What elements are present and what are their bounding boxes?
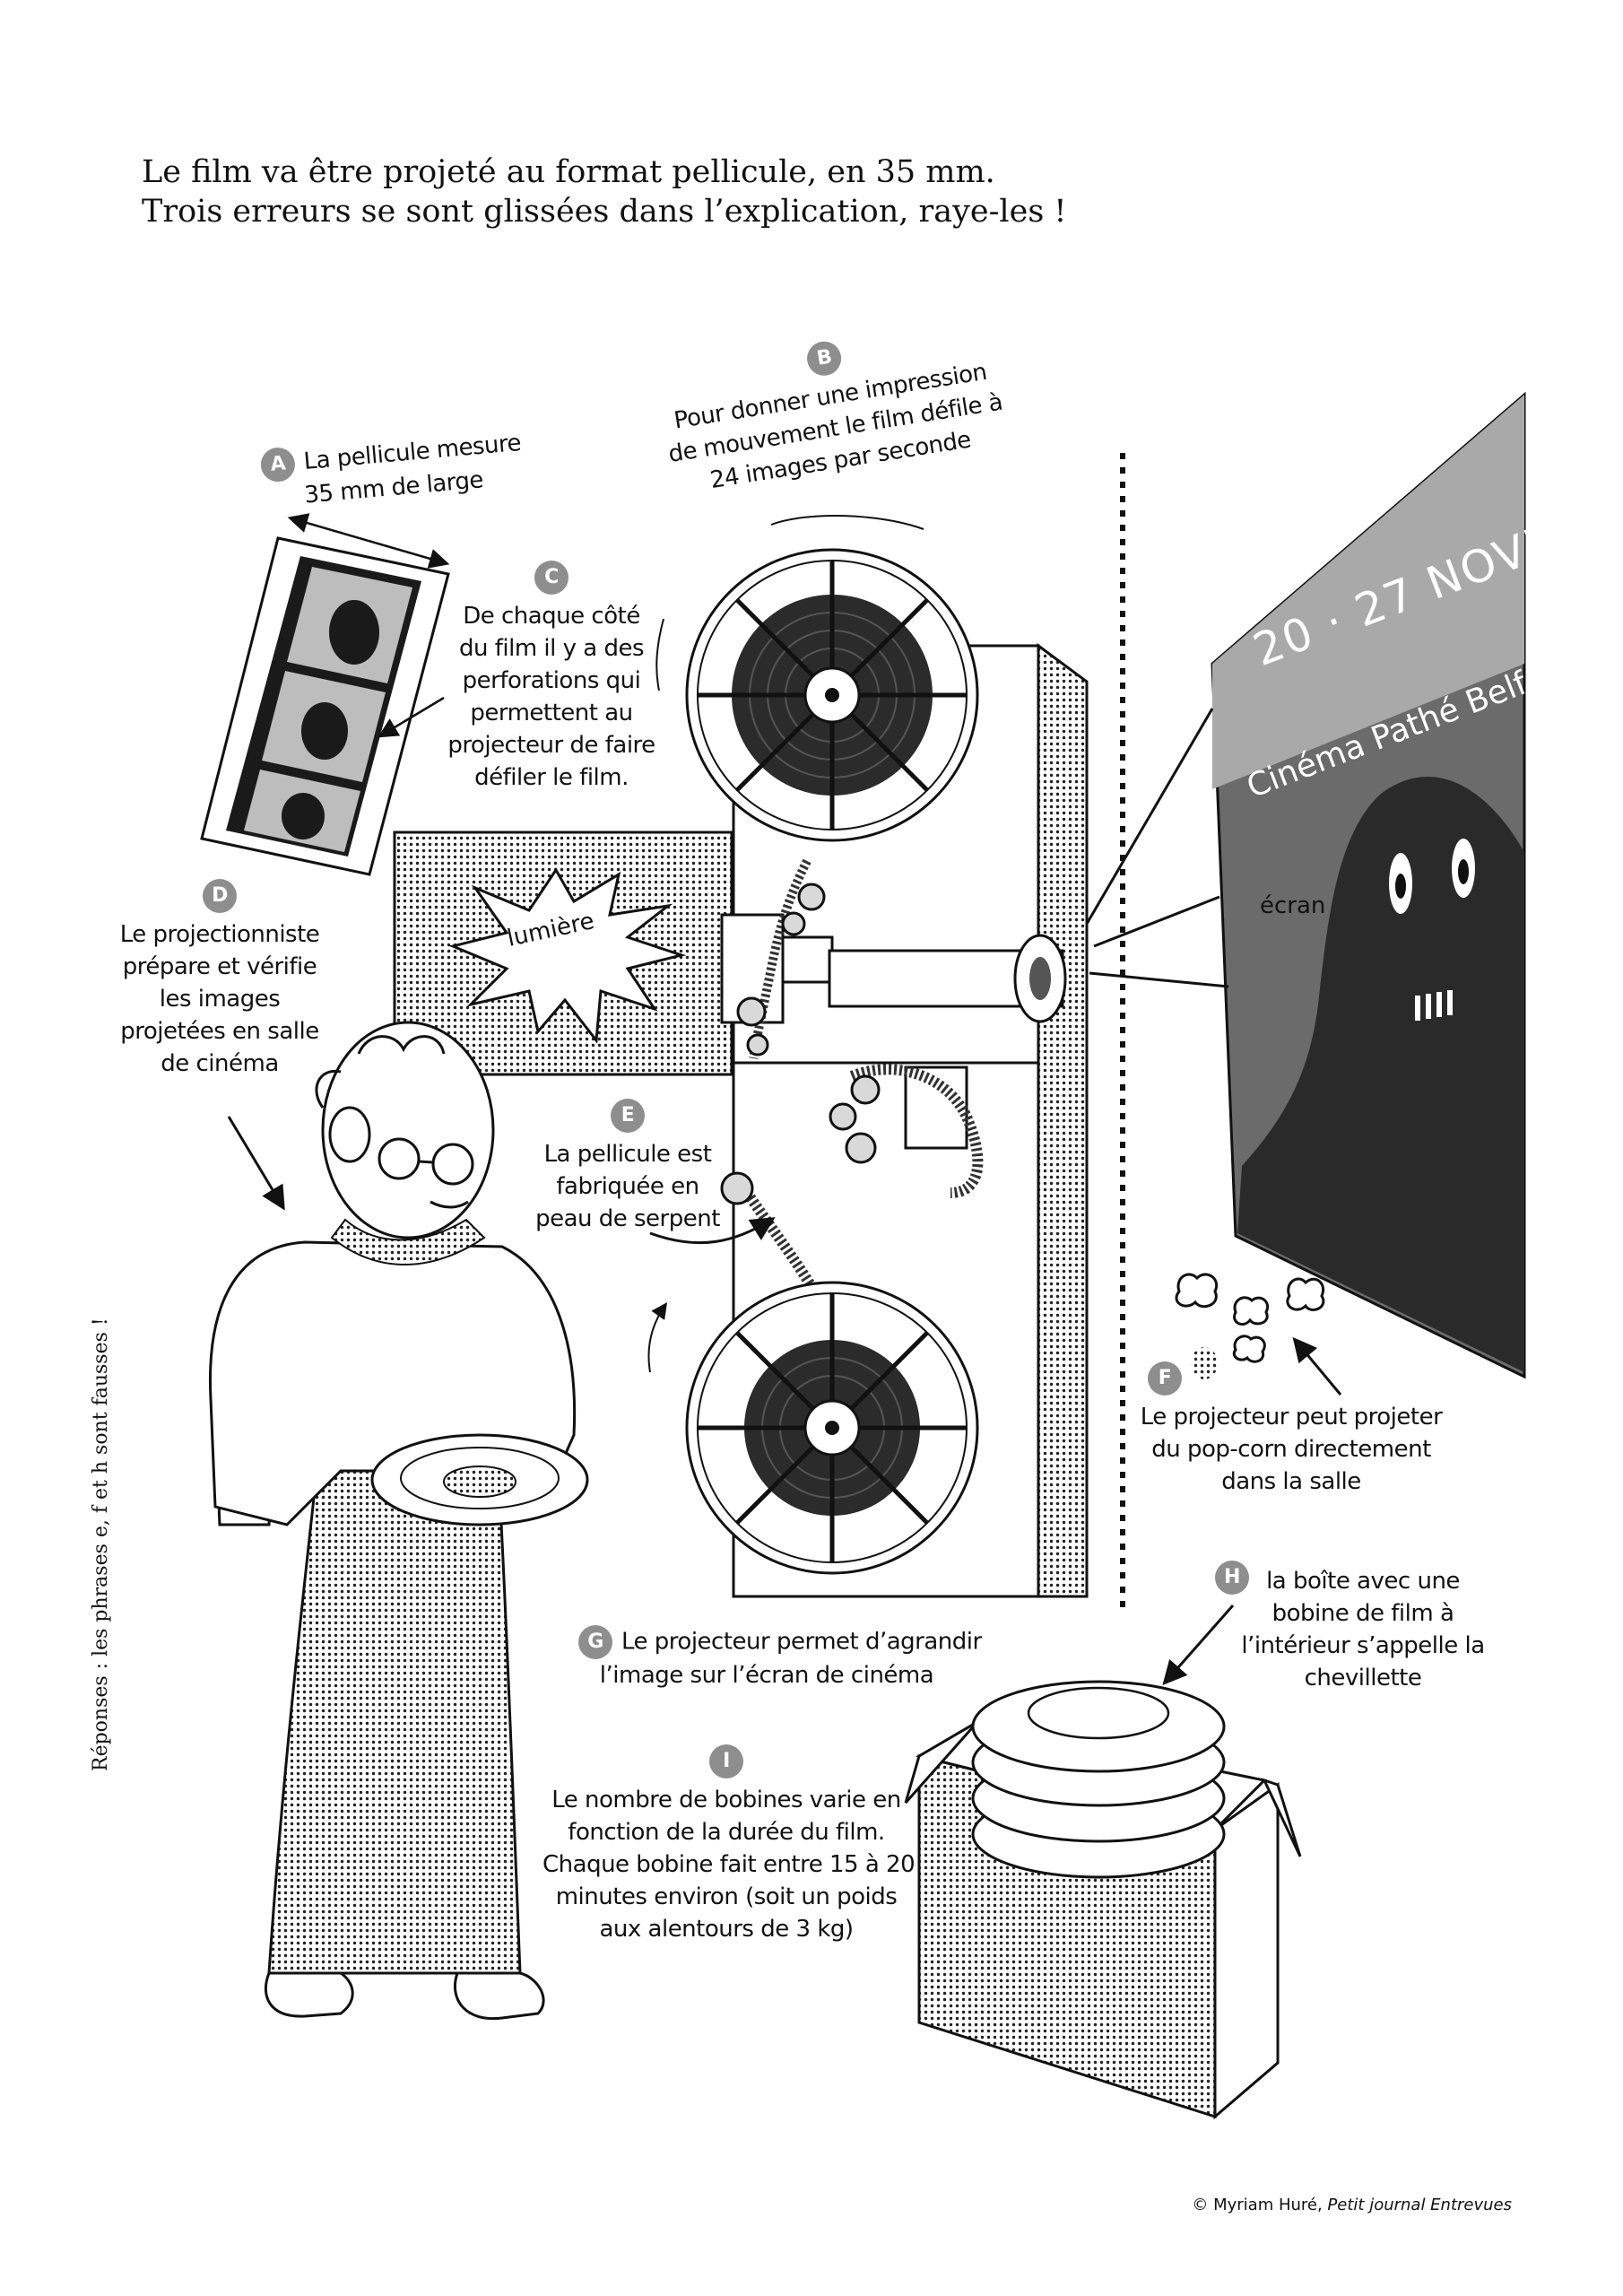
callout-c: C De chaque côté du film il y a des perf…	[421, 561, 681, 794]
credit-author: © Myriam Huré,	[1192, 2196, 1328, 2214]
screen-label: écran	[1260, 892, 1326, 919]
callout-e-line-3: peau de serpent	[535, 1205, 720, 1232]
callout-f-line-3: dans la salle	[1221, 1468, 1361, 1495]
callout-g-line-1: Le projecteur permet d’agrandir	[621, 1628, 982, 1656]
credit: © Myriam Huré, Petit journal Entrevues	[1192, 2196, 1512, 2214]
callout-h-line-3: l’intérieur s’appelle la	[1241, 1632, 1485, 1659]
callout-i-line-3: Chaque bobine fait entre 15 à 20	[542, 1851, 916, 1878]
callout-f-line-1: Le projecteur peut projeter	[1140, 1404, 1443, 1431]
callout-h: H la boîte avec une bobine de film à l’i…	[1215, 1561, 1497, 1694]
film-strip	[200, 536, 450, 876]
lamp-house	[393, 831, 733, 1076]
callout-f-line-2: du pop-corn directement	[1151, 1436, 1431, 1463]
badge-g: G	[578, 1625, 612, 1659]
callout-g: G Le projecteur permet d’agrandir l’image…	[578, 1625, 982, 1692]
callout-i: I Le nombre de bobines varie en fonction…	[542, 1744, 916, 1945]
badge-d: D	[203, 879, 237, 913]
badge-h: H	[1215, 1561, 1249, 1595]
callout-h-line-2: bobine de film à	[1271, 1600, 1454, 1627]
callout-i-line-2: fonction de la durée du film.	[568, 1819, 885, 1846]
callout-g-line-2: l’image sur l’écran de cinéma	[599, 1662, 934, 1689]
callout-c-line-6: défiler le film.	[474, 764, 629, 791]
film-box	[904, 1680, 1302, 2120]
callout-e-line-2: fabriquée en	[556, 1173, 699, 1200]
callout-d: D Le projectionniste prépare et vérifie …	[94, 879, 345, 1080]
intro-text: Le film va être projeté au format pellic…	[142, 152, 1487, 231]
popcorn	[1175, 1273, 1325, 1363]
callout-d-line-5: de cinéma	[161, 1050, 279, 1077]
callout-c-line-2: du film il y a des	[458, 635, 645, 662]
callout-e: E La pellicule est fabriquée en peau de …	[525, 1099, 731, 1235]
badge-f: F	[1148, 1361, 1182, 1396]
callout-i-line-1: Le nombre de bobines varie en	[551, 1787, 901, 1813]
badge-e: E	[611, 1099, 645, 1133]
callout-c-line-5: projecteur de faire	[447, 732, 655, 759]
callout-c-line-4: permettent au	[470, 700, 633, 726]
callout-h-line-1: la boîte avec une	[1266, 1568, 1460, 1595]
callout-c-line-1: De chaque côté	[463, 603, 640, 630]
badge-a: A	[259, 446, 297, 483]
callout-d-line-3: les images	[159, 986, 281, 1013]
cinema-screen	[1211, 391, 1526, 1379]
badge-c: C	[534, 561, 568, 595]
callout-d-line-4: projetées en salle	[120, 1018, 319, 1045]
lower-film-reel	[647, 1281, 979, 1575]
callout-f: F Le projecteur peut projeter du pop-cor…	[1139, 1361, 1444, 1498]
answers-text: Réponses : les phrases e, f et h sont fa…	[90, 1318, 112, 1771]
callout-c-line-3: perforations qui	[462, 667, 641, 694]
callout-i-line-5: aux alentours de 3 kg)	[599, 1916, 854, 1943]
badge-b: B	[804, 338, 845, 378]
credit-publication: Petit journal Entrevues	[1327, 2196, 1512, 2214]
intro-line-2: Trois erreurs se sont glissées dans l’ex…	[142, 194, 1067, 230]
intro-line-1: Le film va être projeté au format pellic…	[142, 154, 995, 190]
callout-d-line-2: prépare et vérifie	[122, 953, 317, 980]
callout-d-line-1: Le projectionniste	[119, 921, 320, 948]
callout-h-line-4: chevillette	[1304, 1665, 1422, 1692]
badge-i: I	[709, 1744, 743, 1779]
callout-e-line-1: La pellicule est	[543, 1141, 712, 1168]
callout-i-line-4: minutes environ (soit un poids	[555, 1883, 898, 1910]
projectionist-figure	[208, 1021, 589, 2021]
upper-film-reel	[655, 515, 979, 842]
